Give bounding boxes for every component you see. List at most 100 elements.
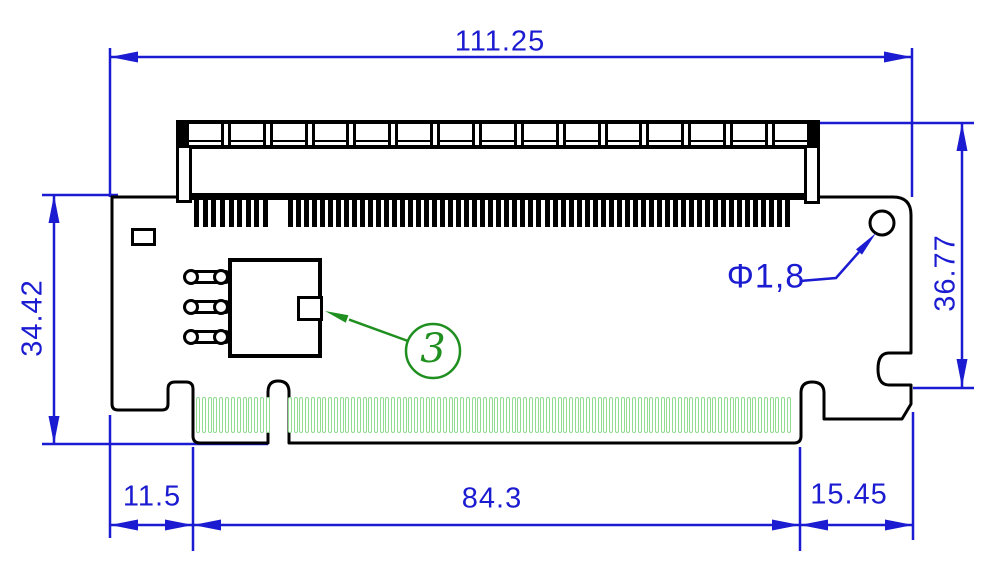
finger: [362, 397, 367, 433]
pin: [760, 200, 766, 227]
finger: [454, 397, 459, 433]
socket-divider: [639, 124, 650, 145]
finger: [511, 397, 516, 433]
socket-divider: [304, 124, 315, 145]
finger: [546, 397, 551, 433]
finger: [288, 397, 292, 433]
finger: [477, 397, 482, 433]
socket-base-bar: [190, 193, 806, 200]
pin: [608, 200, 614, 227]
pin: [664, 200, 670, 227]
pin: [408, 200, 414, 227]
finger: [723, 397, 728, 433]
dim-right-height: 36.77: [929, 234, 962, 312]
finger: [414, 397, 419, 433]
finger: [574, 397, 579, 433]
pin: [360, 200, 366, 227]
pin: [520, 200, 526, 227]
pin: [424, 200, 430, 227]
component-small-box: [131, 228, 156, 246]
pin: [219, 200, 225, 227]
socket-divider: [346, 124, 357, 145]
finger: [442, 397, 447, 433]
finger: [408, 397, 413, 433]
connector-pin-pad: [213, 329, 229, 345]
pin: [263, 200, 268, 227]
finger: [712, 397, 717, 433]
pin: [288, 200, 293, 227]
pin: [202, 200, 208, 227]
finger: [465, 397, 470, 433]
socket-divider: [513, 124, 524, 145]
finger: [207, 397, 212, 433]
finger: [528, 397, 533, 433]
finger: [345, 397, 350, 433]
finger: [265, 397, 270, 433]
finger: [746, 397, 751, 433]
arrow-icon: [800, 519, 828, 531]
finger: [299, 397, 304, 433]
finger: [242, 397, 247, 433]
pin: [736, 200, 742, 227]
arrow-icon: [956, 359, 968, 387]
pin: [616, 200, 622, 227]
finger: [460, 397, 465, 433]
socket-cell: [691, 124, 724, 145]
socket-cell: [440, 124, 473, 145]
pin: [672, 200, 678, 227]
finger: [500, 397, 505, 433]
finger: [482, 397, 487, 433]
pin: [432, 200, 438, 227]
socket-divider: [723, 124, 734, 145]
pin-row-1: [194, 200, 268, 227]
finger: [391, 397, 396, 433]
finger: [437, 397, 442, 433]
socket-cell: [398, 124, 431, 145]
finger: [758, 397, 763, 433]
finger: [752, 397, 757, 433]
pin: [254, 200, 260, 227]
finger: [425, 397, 430, 433]
socket-divider: [681, 124, 692, 145]
finger: [523, 397, 528, 433]
finger: [609, 397, 614, 433]
socket-cell: [733, 124, 766, 145]
pin: [384, 200, 390, 227]
socket-divider: [555, 124, 566, 145]
arrow-icon: [193, 519, 221, 531]
socket-divider: [472, 124, 483, 145]
connector-pin-pad: [183, 329, 199, 345]
finger: [677, 397, 682, 433]
pin: [416, 200, 422, 227]
pin: [440, 200, 446, 227]
finger: [786, 397, 791, 433]
callout-leader: [325, 311, 462, 380]
pin: [368, 200, 374, 227]
pin: [536, 200, 542, 227]
finger: [781, 397, 786, 433]
finger: [213, 397, 218, 433]
socket-cell: [356, 124, 389, 145]
finger: [735, 397, 740, 433]
finger: [586, 397, 591, 433]
pin: [584, 200, 590, 227]
arrow-icon: [48, 195, 60, 223]
finger-group-1: [196, 397, 270, 433]
finger: [196, 397, 200, 433]
pin: [728, 200, 734, 227]
pin: [720, 200, 726, 227]
pin: [600, 200, 606, 227]
finger: [448, 397, 453, 433]
pin: [344, 200, 350, 227]
arrow-icon: [885, 519, 913, 531]
socket-cell: [775, 124, 807, 145]
finger: [356, 397, 361, 433]
pin: [624, 200, 630, 227]
leader-arrow-icon: [856, 233, 876, 255]
pin: [776, 200, 782, 227]
finger: [706, 397, 711, 433]
socket-divider: [430, 124, 441, 145]
dimension-arrowheads: [48, 51, 968, 531]
pin: [784, 200, 790, 227]
finger: [626, 397, 631, 433]
